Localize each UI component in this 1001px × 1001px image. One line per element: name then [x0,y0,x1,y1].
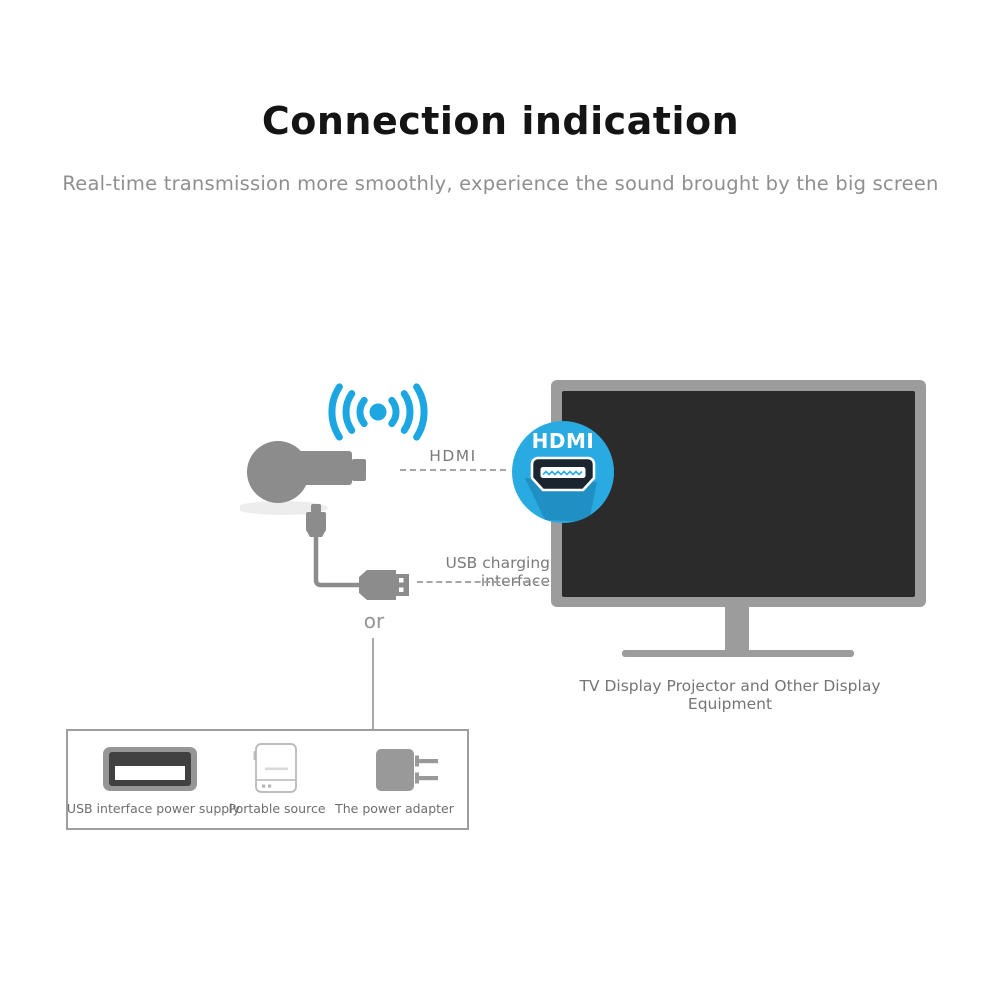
or-label: or [363,609,385,633]
tv-stand-base [622,650,854,657]
tv-screen [562,391,915,597]
power-option-label-usb: USB interface power supply [66,801,241,816]
power-option-label-adapter: The power adapter [335,801,454,816]
tv-stand-post [725,607,749,652]
power-bank-icon [253,743,297,793]
power-option-label-portable: Portable source [228,801,326,816]
wireless-display-dongle-icon [240,441,366,515]
usb-callout-dashed-line [417,581,548,583]
hdmi-callout-dashed-line [400,469,506,471]
wall-adapter-icon [376,749,438,791]
page-title: Connection indication [261,99,740,143]
page-subtitle: Real-time transmission more smoothly, ex… [62,172,939,195]
hdmi-port-icon [512,421,614,523]
usb-port-icon [103,747,197,791]
usb-callout-label: USB charging interface [445,554,551,590]
usb-cable-icon [306,504,409,600]
tv-display [551,380,926,607]
tv-caption: TV Display Projector and Other Display E… [579,677,881,713]
connector-line [372,638,374,729]
wifi-signal-icon [328,383,428,441]
hdmi-callout-label: HDMI [429,447,477,465]
hdmi-badge-text: HDMI [531,429,595,453]
